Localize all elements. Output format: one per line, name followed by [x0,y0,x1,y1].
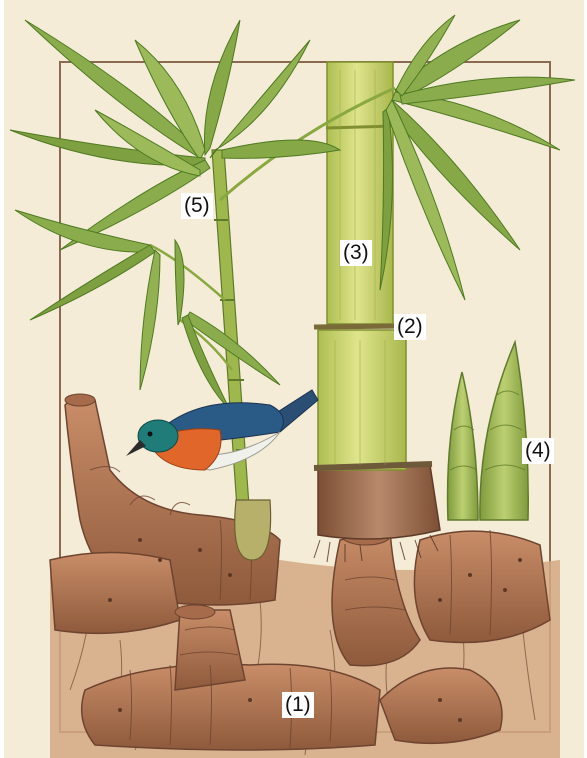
rhizome-tip-3 [65,394,95,406]
label-node: (2) [394,314,426,340]
label-rhizome: (1) [282,692,314,718]
label-branch: (5) [181,193,213,219]
rhizome-left-low [50,553,180,634]
label-shoot: (4) [522,438,554,464]
rhizome-tip-1 [175,605,215,619]
bird-head [138,420,178,452]
culm-lower-section [318,330,406,470]
culm-node-base [314,464,432,468]
rhizome-right [414,531,550,642]
label-culm: (3) [340,240,372,266]
young-stem-base [235,500,271,560]
culm-base-sheath [318,465,440,539]
bird-eye [148,432,153,437]
